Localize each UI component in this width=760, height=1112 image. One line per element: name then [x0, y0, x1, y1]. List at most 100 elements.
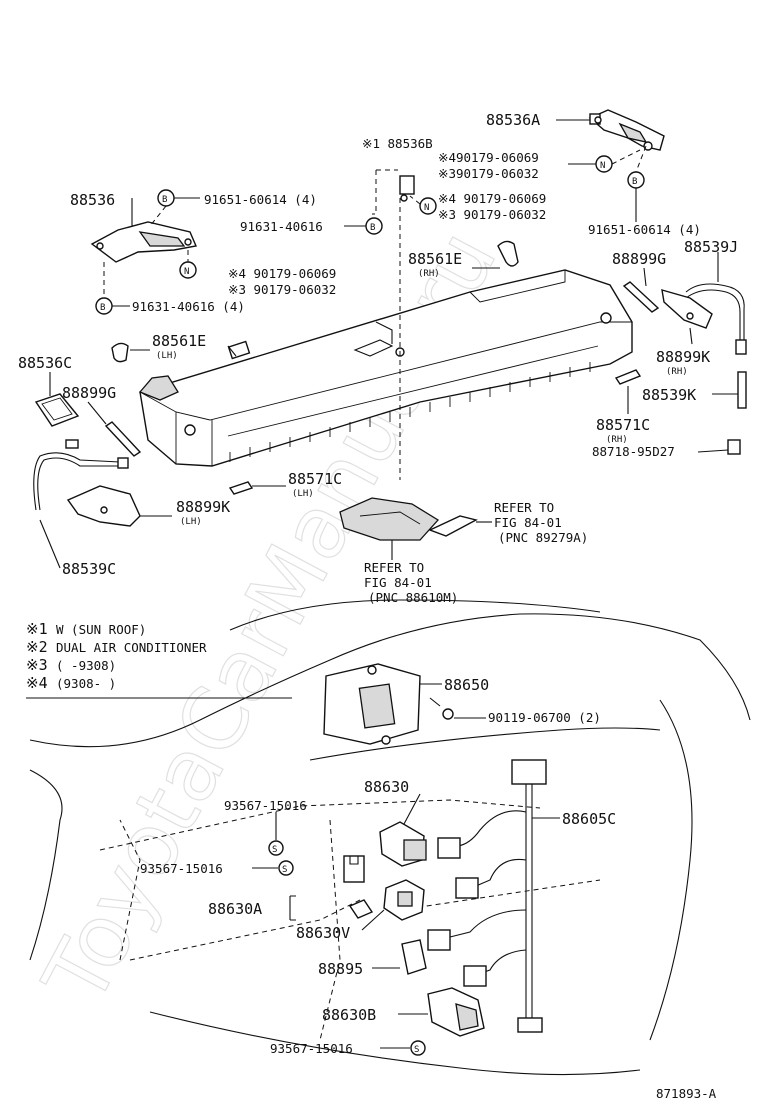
bolt-symbol-center: B — [365, 217, 383, 235]
label-ref1-a: REFER TO — [494, 500, 554, 515]
part-88539K-connector — [737, 371, 747, 409]
legend-mark-1: ※1 — [26, 620, 48, 638]
label-88536A: 88536A — [486, 111, 540, 129]
part-88539C-duct-left — [33, 439, 129, 511]
label-ref2-a: REFER TO — [364, 560, 424, 575]
label-bolt-r: 91651-60614 (4) — [588, 222, 701, 237]
screw-symbol-3: S — [410, 1040, 426, 1056]
part-88630-relay — [379, 821, 427, 867]
lower-panel-reference — [339, 497, 478, 541]
label-ref1-b: FIG 84-01 — [494, 515, 562, 530]
label-lh-2: (LH) — [292, 489, 314, 499]
screw-mark: S — [282, 865, 287, 875]
part-88539J-duct-right — [685, 283, 747, 355]
label-screw-3: 93567-15016 — [270, 1041, 353, 1056]
rear-cooling-unit-housing — [138, 269, 633, 467]
part-88718-95D27-sensor — [727, 439, 741, 455]
label-ref2-c: (PNC 88610M) — [368, 590, 458, 605]
label-88571C-l: 88571C — [288, 470, 342, 488]
legend-text-3: ( -9308) — [56, 658, 116, 673]
legend-mark-2: ※2 — [26, 638, 48, 656]
part-88899K-rh-bracket — [661, 289, 713, 329]
label-rh-3: (RH) — [606, 435, 628, 445]
label-88539K: 88539K — [642, 386, 696, 404]
part-88561E-rh — [497, 240, 519, 267]
label-88630B: 88630B — [322, 1006, 376, 1024]
legend-text-4: (9308- ) — [56, 676, 116, 691]
label-ref1-c: (PNC 89279A) — [498, 530, 588, 545]
label-88718: 88718-95D27 — [592, 444, 675, 459]
part-88536-bracket — [90, 221, 197, 263]
label-88630V: 88630V — [296, 924, 350, 942]
label-88630A: 88630A — [208, 900, 262, 918]
label-rh-2: (RH) — [666, 367, 688, 377]
label-ref2-b: FIG 84-01 — [364, 575, 432, 590]
label-88899G-r: 88899G — [612, 250, 666, 268]
part-88899K-lh-bracket — [66, 485, 141, 527]
label-bolt-l2: 91631-40616 (4) — [132, 299, 245, 314]
part-88630B-relay — [427, 987, 485, 1037]
label-88899G-l: 88899G — [62, 384, 116, 402]
label-88895: 88895 — [318, 960, 363, 978]
label-88571C-r: 88571C — [596, 416, 650, 434]
label-rh-1: (RH) — [418, 269, 440, 279]
label-nut-r4: ※490179-06069 — [438, 150, 539, 165]
part-88630A-relay — [343, 855, 365, 883]
legend-text-2: DUAL AIR CONDITIONER — [56, 640, 207, 655]
part-88561E-lh — [111, 342, 129, 363]
label-88899K-l: 88899K — [176, 498, 230, 516]
nut-mark: N — [184, 267, 189, 277]
label-88561E-lh: 88561E — [152, 332, 206, 350]
label-nut-c4: ※4 90179-06069 — [438, 191, 546, 206]
legend: ※1 W (SUN ROOF) ※2 DUAL AIR CONDITIONER … — [26, 620, 292, 699]
label-88650: 88650 — [444, 676, 489, 694]
part-88536A-bracket — [588, 109, 665, 151]
legend-mark-4: ※4 — [26, 674, 48, 692]
label-nut-c3: ※3 90179-06032 — [438, 207, 546, 222]
screw-symbol-2: S — [278, 860, 294, 876]
label-screw-1: 93567-15016 — [224, 798, 307, 813]
part-88571C-lh — [228, 481, 254, 495]
label-nut-l4: ※4 90179-06069 — [228, 266, 336, 281]
bolt-mark: B — [100, 303, 105, 313]
part-90119-06700-screw — [429, 697, 454, 720]
label-90119: 90119-06700 (2) — [488, 710, 601, 725]
part-88899G-left-strip — [104, 421, 142, 457]
part-88895-flasher — [401, 939, 427, 975]
bolt-mark: B — [632, 177, 637, 187]
part-88536C-pad — [34, 393, 80, 427]
label-lh-1: (LH) — [156, 351, 178, 361]
bolt-symbol-right: B — [627, 171, 645, 189]
label-88536C: 88536C — [18, 354, 72, 372]
bolt-symbol-left-2: B — [95, 297, 113, 315]
bolt-symbol-left-1: B — [157, 189, 175, 207]
nut-mark: N — [600, 161, 605, 171]
nut-symbol-right: N — [595, 155, 613, 173]
figure-id: 871893-A — [656, 1086, 717, 1101]
legend-mark-3: ※3 — [26, 656, 48, 674]
legend-text-1: W (SUN ROOF) — [56, 622, 146, 637]
label-bolt-c: 91631-40616 — [240, 219, 323, 234]
label-88536: 88536 — [70, 191, 115, 209]
part-88605C-wire-harness — [427, 759, 547, 1033]
nut-symbol-center: N — [419, 197, 437, 215]
label-88539J: 88539J — [684, 238, 738, 256]
label-88561E-rh: 88561E — [408, 250, 462, 268]
bolt-mark: B — [162, 195, 167, 205]
label-88536B: ※1 88536B — [362, 136, 433, 151]
label-88899K-r: 88899K — [656, 348, 710, 366]
label-lh-3: (LH) — [180, 517, 202, 527]
part-88650-amplifier — [323, 663, 421, 745]
part-88630V-relay — [348, 879, 425, 921]
label-88605C: 88605C — [562, 810, 616, 828]
label-bolt-l1: 91651-60614 (4) — [204, 192, 317, 207]
part-88571C-rh — [614, 369, 642, 385]
label-nut-r3: ※390179-06032 — [438, 166, 539, 181]
label-nut-l3: ※3 90179-06032 — [228, 282, 336, 297]
nut-symbol-left: N — [179, 261, 197, 279]
screw-mark: S — [272, 845, 277, 855]
label-88539C: 88539C — [62, 560, 116, 578]
part-88536B-bracket — [372, 169, 415, 480]
vehicle-body-outline — [29, 599, 751, 1076]
